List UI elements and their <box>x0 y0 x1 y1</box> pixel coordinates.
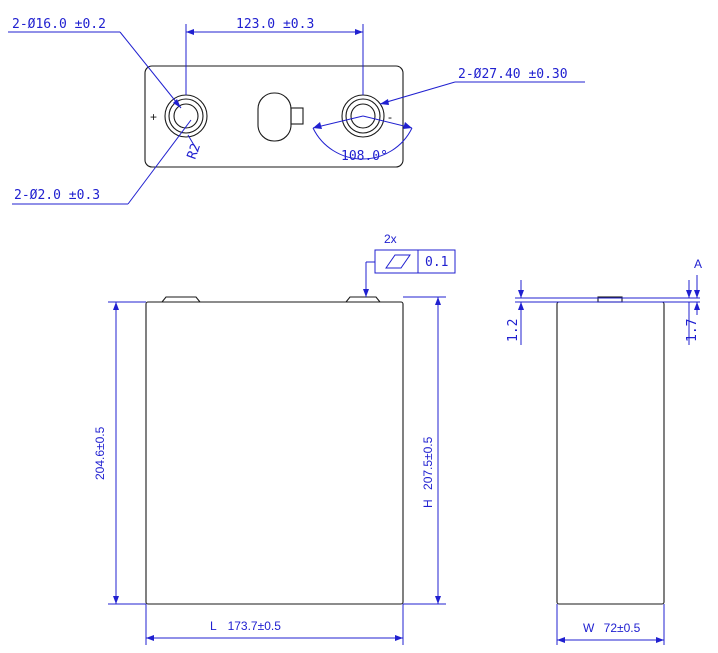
svg-text:2-Ø27.40 ±0.30: 2-Ø27.40 ±0.30 <box>458 67 568 82</box>
svg-text:R2: R2 <box>185 142 204 162</box>
width-dimension: W 72±0.5 <box>556 604 665 645</box>
positive-mark: + <box>150 110 157 124</box>
top-view-outline <box>144 65 404 168</box>
width-value: 72±0.5 <box>604 621 641 635</box>
svg-text:A: A <box>694 257 702 271</box>
svg-text:1.7: 1.7 <box>685 319 700 342</box>
small-hole-dimension: 2-Ø2.0 ±0.3 <box>12 119 192 205</box>
length-dimension: L 173.7±0.5 <box>145 604 404 645</box>
side-view: A 1.2 1.7 W 72±0.5 <box>506 257 702 645</box>
side-view-body <box>556 301 665 605</box>
front-terminal-left <box>161 296 201 303</box>
svg-text:2-Ø16.0 ±0.2: 2-Ø16.0 ±0.2 <box>12 17 106 32</box>
svg-text:2-Ø2.0 ±0.3: 2-Ø2.0 ±0.3 <box>14 188 100 203</box>
svg-text:1.2: 1.2 <box>506 319 521 342</box>
svg-text:108.0°: 108.0° <box>341 149 388 164</box>
positive-terminal <box>164 94 208 138</box>
height-total-value: 207.5±0.5 <box>421 436 435 490</box>
svg-text:W 72±0.5: W 72±0.5 <box>583 621 641 635</box>
svg-text:H 207.5±0.5: H 207.5±0.5 <box>421 436 435 508</box>
length-letter: L <box>210 619 217 633</box>
height-letter: H <box>421 499 435 508</box>
vent-tab <box>290 107 304 125</box>
safety-vent <box>257 92 292 142</box>
angle-dimension: 108.0° <box>312 115 413 164</box>
svg-text:204.6±0.5: 204.6±0.5 <box>93 426 107 480</box>
top-view: + - 123.0 ±0.3 2-Ø16.0 ±0.2 <box>8 17 585 205</box>
radius-dimension: R2 <box>185 134 204 162</box>
total-height-dimension: H 207.5±0.5 <box>403 296 446 605</box>
svg-text:123.0 ±0.3: 123.0 ±0.3 <box>236 17 314 32</box>
terminal-hole-dimension: 2-Ø16.0 ±0.2 <box>8 17 182 109</box>
svg-text:0.1: 0.1 <box>425 255 448 270</box>
negative-mark: - <box>388 110 392 124</box>
svg-text:L 173.7±0.5: L 173.7±0.5 <box>210 619 281 633</box>
terminal-spacing-dimension: 123.0 ±0.3 <box>185 17 364 95</box>
length-value: 173.7±0.5 <box>228 619 282 633</box>
front-terminal-right <box>345 296 381 303</box>
svg-text:2x: 2x <box>384 232 397 246</box>
left-offset-dimension: 1.2 <box>506 280 524 345</box>
terminal-outer-dimension: 2-Ø27.40 ±0.30 <box>379 67 585 105</box>
front-view: 2x 0.1 204.6±0.5 H 20 <box>93 232 456 645</box>
datum-a: A <box>694 257 702 315</box>
body-height-dimension: 204.6±0.5 <box>93 301 146 605</box>
right-offset-dimension: 1.7 <box>685 280 700 345</box>
width-letter: W <box>583 621 595 635</box>
front-view-body <box>145 301 404 605</box>
flatness-callout: 2x 0.1 <box>363 232 456 297</box>
